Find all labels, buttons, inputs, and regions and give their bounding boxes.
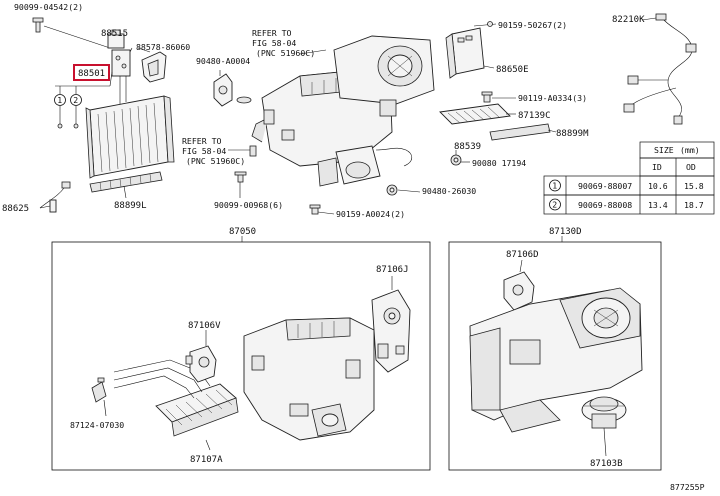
label-87107A: 87107A (190, 455, 223, 465)
size-header-id: ID (652, 162, 662, 172)
thermistor-88625[interactable] (39, 181, 71, 213)
clip-ref[interactable] (249, 145, 257, 157)
label-90099-00968: 90099-00968(6) (214, 200, 283, 210)
size-header-od: OD (686, 162, 696, 172)
bracket-88578-86060[interactable] (141, 51, 167, 83)
label-88899M: 88899M (556, 129, 589, 139)
callout-2: 2 (73, 95, 78, 105)
label-ref2-pnc: (PNC 51960C) (186, 156, 245, 166)
evaporator-group: 1 2 (32, 17, 175, 213)
label-ref1-fig: FIG 58-04 (252, 38, 296, 48)
label-88539: 88539 (454, 142, 481, 152)
label-90480-a0004: 90480-A0004 (196, 56, 250, 66)
label-90480-26030: 90480-26030 (422, 186, 476, 196)
size-unit: (mm) (680, 145, 700, 155)
insulator-88899M[interactable] (489, 123, 551, 141)
callout-1-ring (54, 94, 66, 106)
blower-motor-87103B[interactable] (581, 396, 627, 429)
size-row2-od: 18.7 (684, 200, 704, 210)
label-ref2-fig: FIG 58-04 (182, 146, 226, 156)
label-88501[interactable]: 88501 (78, 69, 105, 79)
label-88578-86060: 88578-86060 (136, 42, 190, 52)
blower-housing[interactable] (469, 287, 643, 433)
label-87130D: 87130D (549, 227, 582, 237)
servo-87106J[interactable] (371, 289, 411, 373)
amplifier-88650E[interactable] (445, 27, 485, 79)
figure-code: 877255P (670, 482, 705, 492)
label-88899L: 88899L (114, 201, 147, 211)
box-87050 (51, 241, 431, 471)
screw-90159-a0024[interactable] (309, 204, 321, 215)
screw-90159-50267[interactable] (487, 21, 493, 27)
insulator-88899L[interactable] (89, 171, 163, 193)
size-title: SIZE (654, 145, 674, 155)
label-82210K: 82210K (612, 15, 645, 25)
heater-unit-housing[interactable] (243, 317, 375, 441)
sensor-88539[interactable] (450, 154, 462, 166)
size-row2-id: 13.4 (648, 200, 668, 210)
size-row2-part: 90069-88008 (578, 200, 632, 210)
heater-core-87107A[interactable] (113, 359, 239, 437)
servo-87106V[interactable] (185, 345, 217, 383)
label-87103B: 87103B (590, 459, 623, 469)
label-87139C: 87139C (518, 111, 551, 121)
label-90099-04542: 90099-04542(2) (14, 2, 83, 12)
size-row1-id: 10.6 (648, 181, 668, 191)
clip-87124-07030[interactable] (91, 377, 107, 403)
screw-90099-00968[interactable] (234, 171, 247, 183)
size-row1-part: 90069-88007 (578, 181, 632, 191)
size-row1-no: 1 (552, 181, 557, 191)
size-table: SIZE (mm) ID OD 1 90069-88007 10.6 15.8 … (543, 141, 715, 215)
wire-harness-82210K[interactable] (623, 13, 697, 125)
hvac-unit-top[interactable] (251, 35, 435, 187)
part-90480-26030[interactable] (386, 184, 398, 196)
label-87106J: 87106J (376, 265, 409, 275)
label-88625: 88625 (2, 204, 29, 214)
box-87130D (448, 241, 662, 471)
bolt-90099-04542[interactable] (32, 17, 44, 33)
screw-90119-a0334[interactable] (481, 91, 493, 103)
highlight-88501 (73, 64, 110, 81)
label-90119-a0334: 90119-A0334(3) (518, 93, 587, 103)
label-87106V: 87106V (188, 321, 221, 331)
callout-1: 1 (57, 95, 62, 105)
label-90159-a0024: 90159-A0024(2) (336, 209, 405, 219)
part-88515[interactable] (107, 29, 125, 49)
label-90159-50267: 90159-50267(2) (498, 20, 567, 30)
servo-87106D[interactable] (503, 271, 535, 311)
o-ring-1[interactable] (57, 123, 63, 129)
size-row2-no: 2 (552, 200, 557, 210)
filter-87139C[interactable] (439, 103, 511, 125)
label-ref2: REFER TO (182, 136, 222, 146)
label-87050: 87050 (229, 227, 256, 237)
label-ref1: REFER TO (252, 28, 292, 38)
label-88650E: 88650E (496, 65, 529, 75)
expansion-valve-88501[interactable] (111, 49, 131, 77)
o-ring-2[interactable] (73, 123, 79, 129)
grommet-90480-a0004[interactable] (213, 73, 252, 107)
label-90080-17194: 90080 17194 (472, 158, 526, 168)
label-88515: 88515 (101, 29, 128, 39)
size-row1-od: 15.8 (684, 181, 704, 191)
callout-2-ring (70, 94, 82, 106)
label-ref1-pnc: (PNC 51960C) (256, 48, 315, 58)
label-87124-07030: 87124-07030 (70, 420, 124, 430)
evaporator-core[interactable] (85, 76, 175, 179)
label-87106D: 87106D (506, 250, 539, 260)
